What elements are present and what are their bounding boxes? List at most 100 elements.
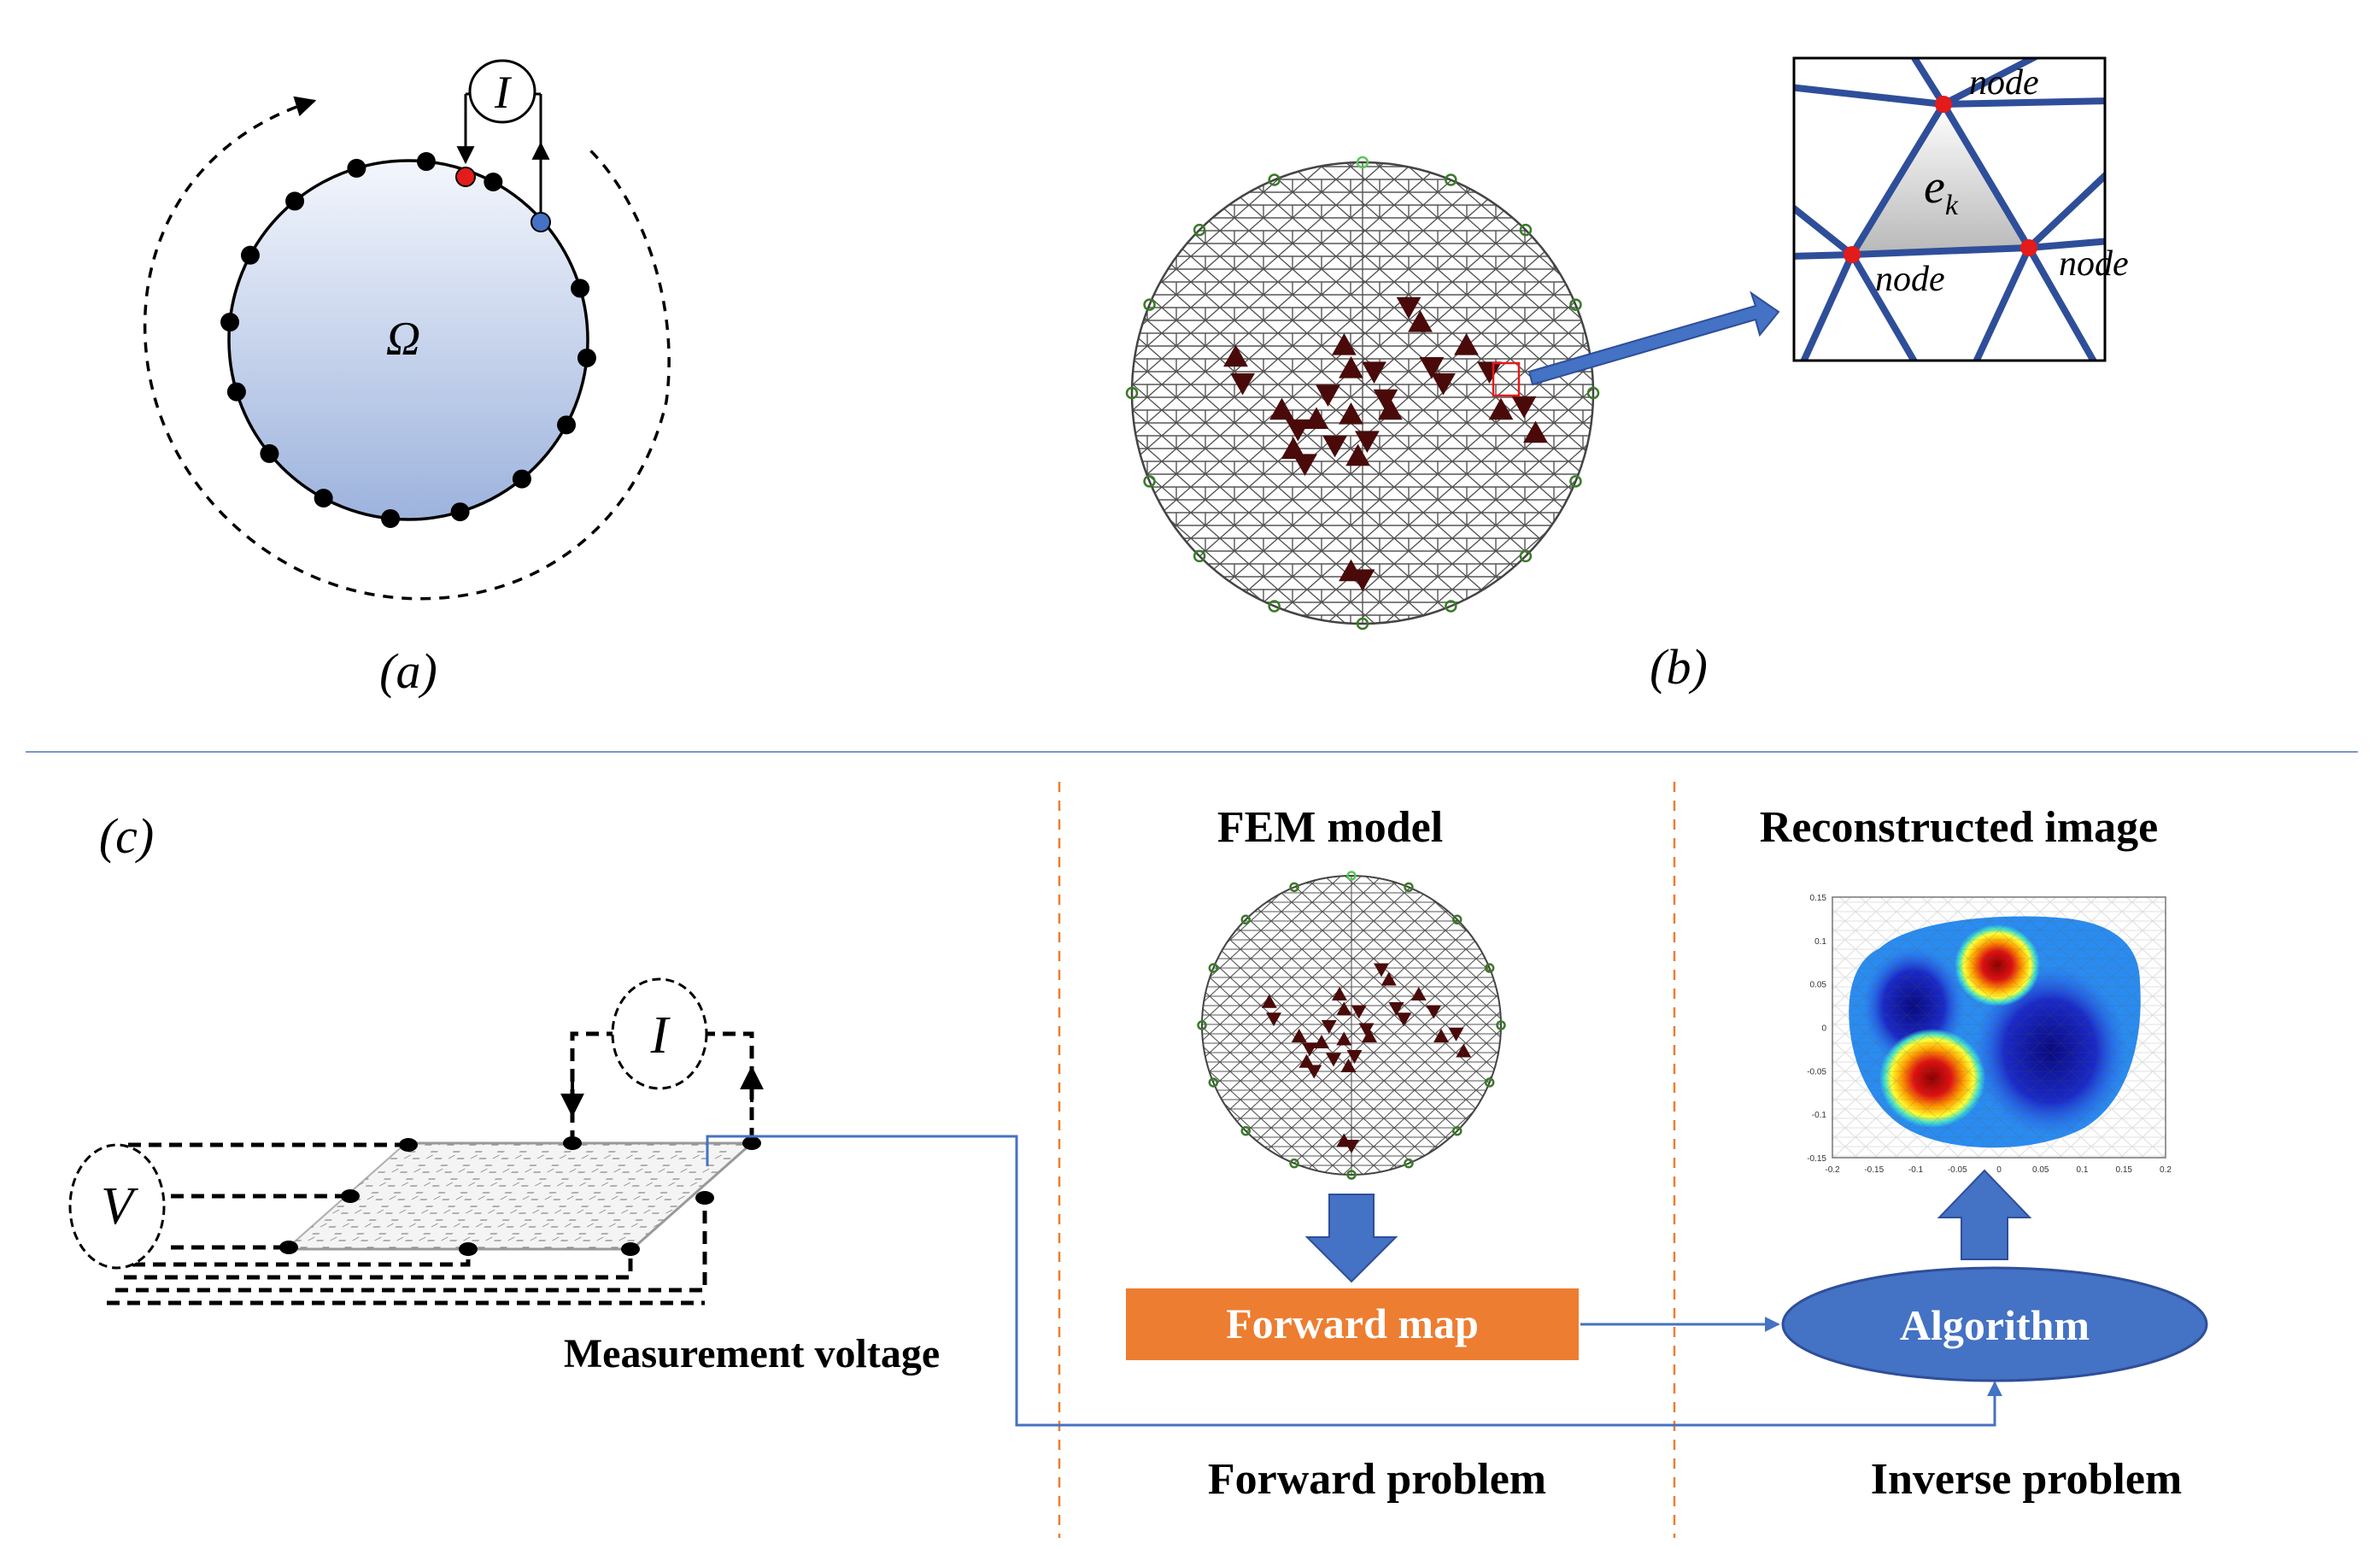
y-tick-label: -0.1 xyxy=(1812,1111,1827,1120)
injection-electrode-red xyxy=(455,167,476,187)
inclusion-element xyxy=(1261,994,1277,1008)
mesh-boundary-large xyxy=(1130,161,1595,625)
electrode-dot xyxy=(240,245,260,265)
x-tick-label: -0.2 xyxy=(1825,1165,1840,1175)
node-label-top: node xyxy=(1969,63,2039,103)
electrode-dot xyxy=(226,382,246,402)
panel-b-label: (b) xyxy=(1650,639,1708,695)
y-tick-label: 0.05 xyxy=(1810,981,1827,990)
domain-omega xyxy=(227,159,589,521)
mesh-electrode xyxy=(1451,1125,1463,1136)
inclusion-element xyxy=(1286,419,1310,442)
electrode-dot xyxy=(260,443,279,463)
electrodes-a xyxy=(220,152,596,528)
node-label-left: node xyxy=(1875,260,1945,299)
mesh-electrode xyxy=(1197,1020,1207,1030)
inclusion-element xyxy=(1396,296,1422,320)
electrode-dot xyxy=(577,348,596,367)
electrode-dot xyxy=(450,502,470,522)
inclusion-element xyxy=(1362,361,1386,384)
node-dot-right xyxy=(2020,239,2037,256)
mesh-electrode xyxy=(1289,882,1299,893)
injection-electrode-blue xyxy=(531,212,551,232)
inclusion-element xyxy=(1456,1043,1472,1058)
fem-mesh-large xyxy=(1132,162,1593,624)
omega-symbol: Ω xyxy=(386,313,421,366)
inclusion-element xyxy=(1332,987,1347,1000)
inclusion-element xyxy=(1448,1027,1464,1041)
mesh-electrode xyxy=(1193,549,1206,563)
electrode-dot xyxy=(285,191,305,211)
mesh-electrode xyxy=(1484,963,1495,973)
inclusion-element xyxy=(1304,407,1329,429)
x-tick-label: -0.1 xyxy=(1908,1165,1924,1175)
mesh-electrode xyxy=(1193,223,1206,237)
fem-mesh-small xyxy=(1202,876,1501,1175)
inclusion-element xyxy=(1314,1035,1329,1048)
inclusion-element xyxy=(1291,1029,1307,1042)
x-tick-label: 0.05 xyxy=(2032,1165,2049,1175)
inclusion-element xyxy=(1419,357,1445,379)
node-dot-top xyxy=(1935,96,1952,113)
electrode-dot xyxy=(484,172,503,191)
mesh-electrode xyxy=(1143,475,1156,488)
inclusion-element xyxy=(1408,310,1433,332)
current-source-c xyxy=(611,977,708,1090)
inclusion-element xyxy=(1230,373,1255,396)
inclusion-element xyxy=(1373,389,1398,412)
x-tick-label: 0.1 xyxy=(2077,1165,2089,1175)
mesh-electrode xyxy=(1586,386,1600,400)
down-arrow xyxy=(1304,1194,1398,1283)
y-tick-label: 0.1 xyxy=(1814,937,1826,947)
electrode-dot xyxy=(314,489,333,508)
inclusion-element xyxy=(1326,1053,1341,1067)
electrodes-large xyxy=(1125,155,1600,631)
y-tick-label: -0.05 xyxy=(1807,1067,1826,1077)
mesh-electrode xyxy=(1240,914,1252,925)
y-tick-label: -0.15 xyxy=(1807,1154,1826,1164)
mesh-electrode xyxy=(1445,173,1457,186)
inclusion-element xyxy=(1351,1005,1367,1019)
mesh-electrode xyxy=(1208,1077,1219,1088)
inclusion-element xyxy=(1321,1020,1337,1034)
mesh-electrode xyxy=(1289,1158,1299,1169)
forward-map-box xyxy=(1126,1288,1579,1360)
y-tick-label: 0 xyxy=(1821,1024,1826,1034)
reconstructed-title: Reconstructed image xyxy=(1760,803,2158,852)
inclusion-element xyxy=(1281,437,1306,460)
mesh-electrode xyxy=(1268,600,1281,613)
node-dot-left xyxy=(1844,246,1861,263)
inclusion-element xyxy=(1344,1140,1359,1153)
x-tick-label: 0.15 xyxy=(2116,1165,2133,1175)
inclusion-element xyxy=(1269,397,1294,420)
panel-a-label: (a) xyxy=(379,643,437,699)
inclusion-element xyxy=(1336,1031,1352,1046)
electrodes-plate xyxy=(279,1136,761,1256)
x-tick-label: 0 xyxy=(1996,1165,2002,1175)
inclusion-element xyxy=(1488,397,1514,420)
inclusion-element xyxy=(1426,1005,1442,1019)
node-label-right: node xyxy=(2059,244,2129,284)
inverse-problem-label: Inverse problem xyxy=(1871,1455,2182,1504)
inclusion-element xyxy=(1266,1012,1281,1027)
mesh-electrode xyxy=(1484,1077,1495,1088)
inclusion-element xyxy=(1339,356,1363,378)
forward-problem-label: Forward problem xyxy=(1208,1455,1546,1504)
mesh-electrode xyxy=(1240,1125,1252,1136)
inclusion-element xyxy=(1410,987,1427,1000)
forward-map-label: Forward map xyxy=(1226,1300,1479,1347)
mesh-electrode xyxy=(1356,155,1369,169)
inclusion-element xyxy=(1378,397,1403,420)
inclusion-element xyxy=(1340,1059,1357,1072)
inclusion-element xyxy=(1374,963,1389,977)
inclusion-element xyxy=(1302,1042,1317,1057)
mesh-boundary-small xyxy=(1201,875,1502,1176)
up-arrow xyxy=(1937,1169,2032,1260)
voltmeter xyxy=(68,1143,166,1270)
y-tick-label: 0.15 xyxy=(1810,894,1827,903)
algorithm-label: Algorithm xyxy=(1900,1301,2090,1349)
panel-b: ek node node node (b) xyxy=(1125,56,2129,695)
inclusion-element xyxy=(1223,344,1248,367)
